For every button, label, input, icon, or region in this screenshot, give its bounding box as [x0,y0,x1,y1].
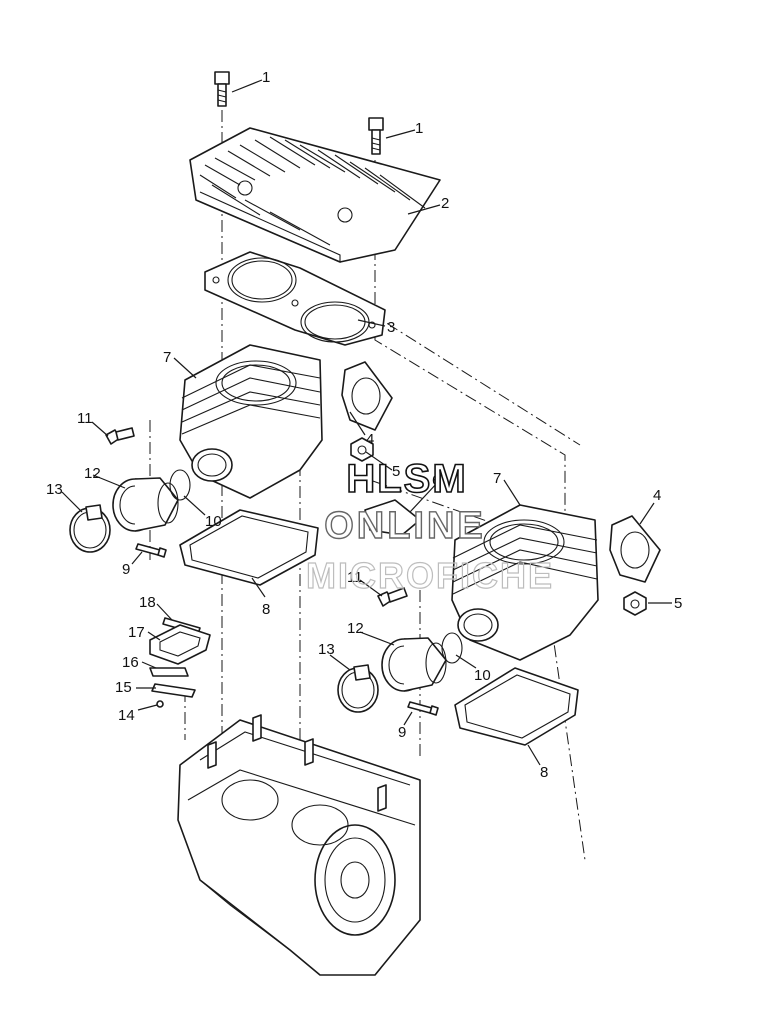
o-ring-right [441,632,463,664]
callout-11-upper: 11 [77,410,93,427]
callout-7-right: 7 [493,470,501,487]
callout-2: 2 [441,195,449,212]
callout-5-right: 5 [674,595,682,612]
clamp-left [69,504,111,553]
callout-14: 14 [118,707,135,724]
callout-6: 6 [432,472,440,489]
callout-9-upper: 9 [122,561,130,578]
bolt-11-upper [105,427,135,445]
head-bolt-left [214,71,230,107]
callout-11-lower: 11 [347,569,363,586]
callout-13-lower: 13 [318,641,335,658]
callout-15: 15 [115,679,132,696]
watermark: HLSM ONLINE MICROFICHE [305,456,554,596]
exhaust-gasket-right [609,515,661,583]
clamp-right [337,664,379,713]
o-ring-left [169,469,191,501]
callout-10-upper: 10 [205,513,222,530]
callout-leaders [61,79,672,766]
nut-left [350,437,374,462]
nut-right [623,591,647,616]
watermark-line-1: HLSM [346,457,467,501]
callout-9-lower: 9 [398,724,406,741]
intake-boot-right [381,637,447,692]
callout-5-left: 5 [392,463,400,480]
cylinder-head [189,127,441,263]
reed-screw-14 [156,700,164,708]
callout-10-lower: 10 [474,667,491,684]
callout-17: 17 [128,624,145,641]
callout-4-left: 4 [366,431,374,448]
callout-12-lower: 12 [347,620,364,637]
reed-valve-block-17 [149,624,211,665]
callout-12-upper: 12 [84,465,101,482]
callout-1-upper: 1 [262,69,270,86]
callout-18: 18 [139,594,156,611]
base-gasket-right [454,667,579,746]
head-gasket [204,251,386,346]
bolt-11-lower [377,587,408,607]
callout-16: 16 [122,654,139,671]
screw-9-left [135,543,167,558]
watermark-line-3: MICROFICHE [306,555,554,596]
cylinder-right [451,504,599,661]
watermark-line-2: ONLINE [324,505,486,547]
callout-7-left: 7 [163,349,171,366]
screw-9-right [407,701,439,716]
callout-1-lower: 1 [415,120,423,137]
reed-gasket-15 [151,683,196,698]
callout-numbers: 1 1 2 3 7 4 5 6 11 12 13 10 9 8 7 4 5 11… [46,69,682,781]
reed-petal-16 [149,667,189,677]
callout-8-lower: 8 [540,764,548,781]
intake-boot-left [112,477,179,532]
exhaust-gasket-left [341,361,393,431]
base-gasket-left [179,509,319,586]
crankcase [177,714,421,976]
item-6-part [364,499,421,536]
callout-3: 3 [387,319,395,336]
cylinder-left [179,344,323,499]
callout-13-upper: 13 [46,481,63,498]
head-bolt-right [368,117,384,155]
callout-4-right: 4 [653,487,661,504]
callout-8-upper: 8 [262,601,270,618]
